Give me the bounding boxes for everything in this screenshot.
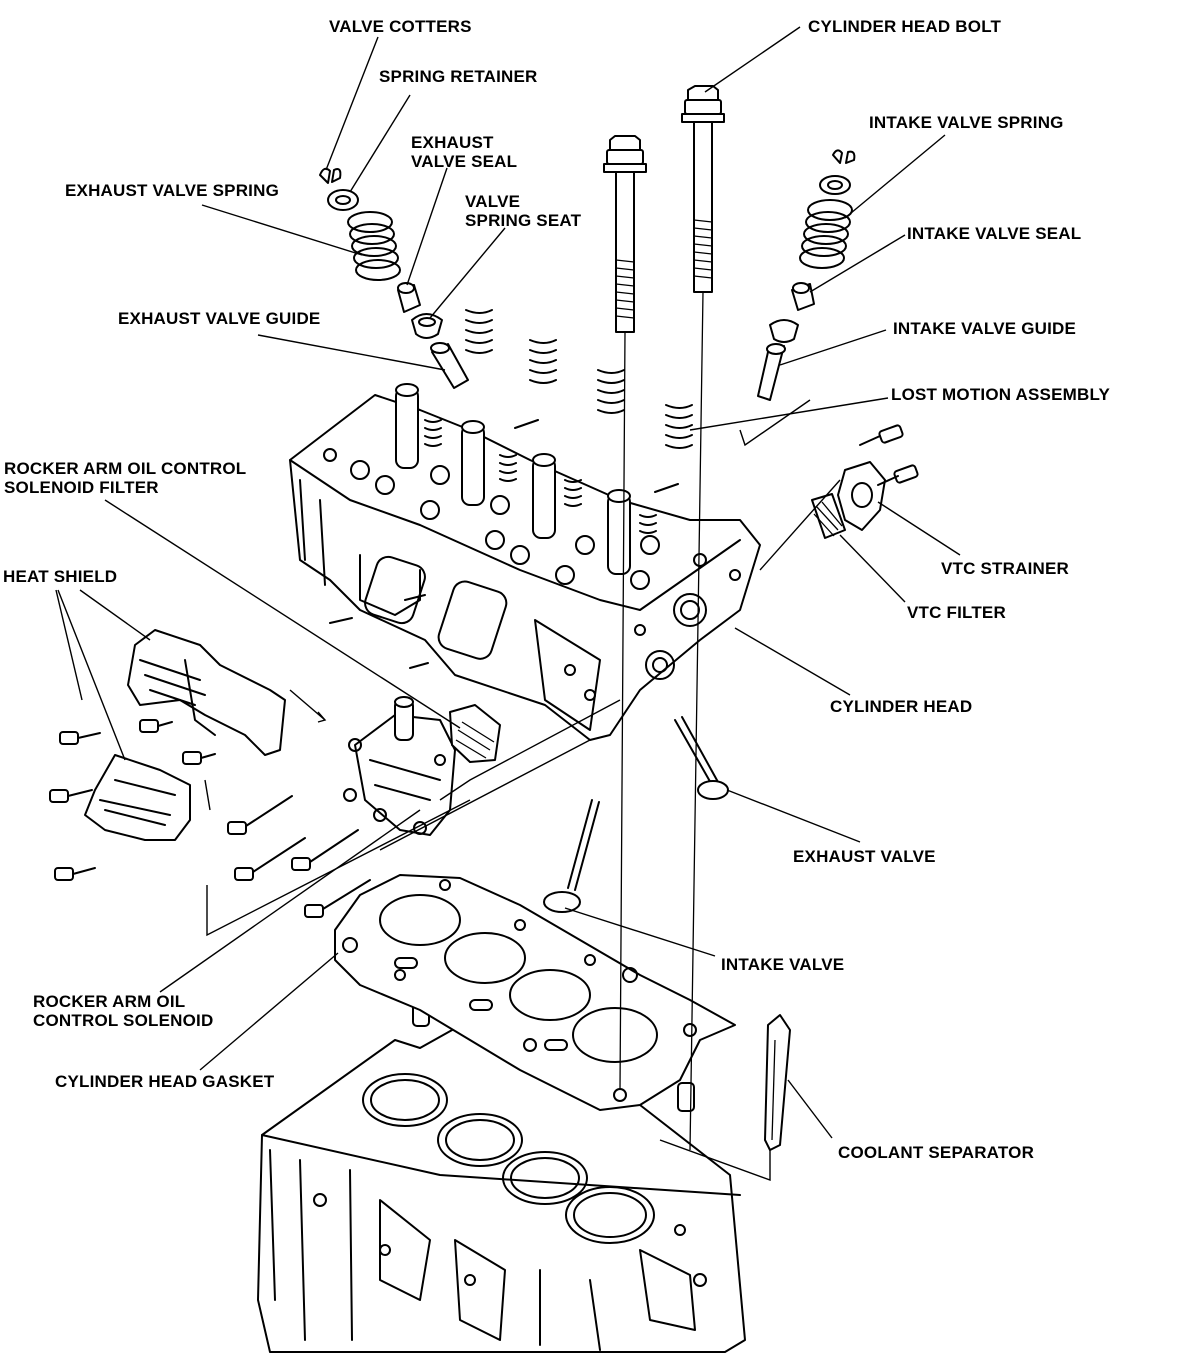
rocker-arm-oil-control-solenoid bbox=[343, 696, 456, 836]
intake-valve-train bbox=[757, 149, 856, 401]
label-cylinder-head-gasket: CYLINDER HEAD GASKET bbox=[55, 1072, 275, 1091]
assembly-guide-lines bbox=[204, 399, 811, 1181]
rocker-arm-oil-control-solenoid-filter bbox=[449, 704, 501, 763]
heat-shield bbox=[49, 629, 286, 881]
label-exhaust-valve: EXHAUST VALVE bbox=[793, 847, 936, 866]
vtc-strainer bbox=[837, 424, 919, 531]
label-intake-valve-guide: INTAKE VALVE GUIDE bbox=[893, 319, 1077, 338]
label-exhaust-valve-seal: EXHAUST VALVE SEAL bbox=[411, 133, 518, 171]
label-spring-retainer: SPRING RETAINER bbox=[379, 67, 538, 86]
cylinder-head-gasket bbox=[334, 874, 736, 1111]
label-valve-spring-seat: VALVE SPRING SEAT bbox=[465, 192, 582, 230]
exhaust-valve bbox=[674, 716, 729, 800]
label-intake-valve-seal: INTAKE VALVE SEAL bbox=[907, 224, 1082, 243]
label-exhaust-valve-spring: EXHAUST VALVE SPRING bbox=[65, 181, 280, 200]
label-coolant-separator: COOLANT SEPARATOR bbox=[838, 1143, 1035, 1162]
cylinder-head-bolts bbox=[603, 85, 725, 1151]
label-valve-cotters: VALVE COTTERS bbox=[329, 17, 472, 36]
cylinder-head bbox=[289, 383, 761, 741]
leader-lines bbox=[55, 26, 961, 1139]
label-intake-valve-spring: INTAKE VALVE SPRING bbox=[869, 113, 1064, 132]
label-heat-shield: HEAT SHIELD bbox=[3, 567, 118, 586]
label-vtc-filter: VTC FILTER bbox=[907, 603, 1006, 622]
solenoid-bolts bbox=[227, 795, 371, 918]
intake-valve bbox=[543, 799, 600, 913]
coolant-separator bbox=[764, 1014, 791, 1151]
label-vtc-strainer: VTC STRAINER bbox=[941, 559, 1070, 578]
label-rocker-arm-oil-control-solenoid: ROCKER ARM OIL CONTROL SOLENOID bbox=[33, 992, 214, 1030]
label-cylinder-head: CYLINDER HEAD bbox=[830, 697, 973, 716]
label-cylinder-head-bolt: CYLINDER HEAD BOLT bbox=[808, 17, 1002, 36]
label-exhaust-valve-guide: EXHAUST VALVE GUIDE bbox=[118, 309, 321, 328]
exhaust-valve-train bbox=[319, 167, 693, 449]
label-intake-valve: INTAKE VALVE bbox=[721, 955, 845, 974]
label-rocker-arm-oil-control-solenoid-filter: ROCKER ARM OIL CONTROL SOLENOID FILTER bbox=[4, 459, 247, 497]
label-lost-motion-assembly: LOST MOTION ASSEMBLY bbox=[891, 385, 1111, 404]
